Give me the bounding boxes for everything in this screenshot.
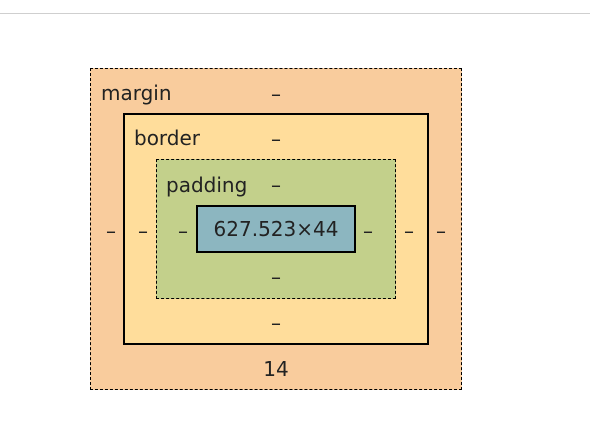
- border-top-value[interactable]: –: [271, 127, 281, 151]
- border-right-value[interactable]: –: [404, 219, 414, 243]
- padding-top-value[interactable]: –: [271, 173, 281, 197]
- margin-right-value[interactable]: –: [436, 219, 446, 243]
- content-box[interactable]: 627.523×44: [196, 205, 356, 253]
- border-left-value[interactable]: –: [138, 219, 148, 243]
- margin-left-value[interactable]: –: [106, 219, 116, 243]
- margin-top-value[interactable]: –: [271, 82, 281, 106]
- top-divider: [0, 13, 590, 14]
- padding-bottom-value[interactable]: –: [271, 265, 281, 289]
- margin-label: margin: [101, 81, 172, 105]
- border-label: border: [134, 126, 201, 150]
- padding-label: padding: [166, 173, 248, 197]
- border-bottom-value[interactable]: –: [271, 311, 281, 335]
- margin-bottom-value[interactable]: 14: [263, 357, 289, 381]
- padding-left-value[interactable]: –: [178, 219, 188, 243]
- content-size-value: 627.523×44: [213, 217, 339, 241]
- padding-right-value[interactable]: –: [363, 219, 373, 243]
